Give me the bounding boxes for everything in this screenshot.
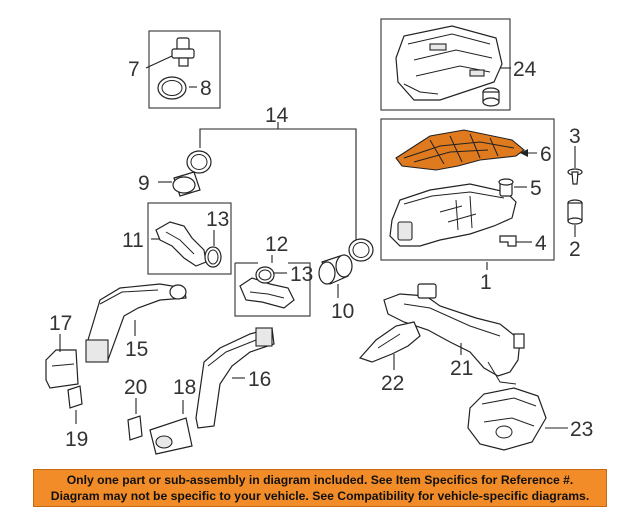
part-11-intake-duct (155, 221, 207, 267)
part-5-grommet (498, 178, 514, 197)
part-4-clip (499, 235, 517, 247)
callout-15: 15 (125, 338, 148, 361)
callout-14: 14 (265, 104, 289, 127)
part-18-duct-end (149, 417, 193, 455)
notice-line-1: Only one part or sub-assembly in diagram… (66, 473, 574, 487)
callout-21: 21 (450, 357, 473, 380)
notice-banner: Only one part or sub-assembly in diagram… (33, 469, 607, 507)
callout-2: 2 (569, 238, 581, 261)
callout-22: 22 (381, 372, 404, 395)
part-13-clamp-b (255, 266, 275, 284)
callout-4: 4 (535, 232, 547, 255)
part-21-bracket (383, 283, 525, 385)
arrow-6 (520, 149, 528, 157)
callout-7: 7 (128, 58, 140, 81)
part-1-air-cleaner-housing (389, 183, 517, 247)
part-16-air-duct (195, 327, 275, 429)
callout-19: 19 (65, 428, 88, 451)
callout-17: 17 (49, 312, 72, 335)
part-22-bracket (358, 321, 421, 363)
box-part-11 (147, 202, 232, 275)
callout-24: 24 (513, 58, 537, 81)
callout-9: 9 (138, 172, 150, 195)
callout-8: 8 (200, 77, 212, 100)
part-19-clip (67, 385, 83, 409)
box-part-24 (380, 18, 511, 111)
callout-20: 20 (124, 376, 147, 399)
callout-16: 16 (248, 368, 271, 391)
callout-6: 6 (540, 143, 552, 166)
part-8-o-ring (157, 76, 187, 100)
callout-12: 12 (265, 233, 288, 256)
callout-23: 23 (570, 418, 593, 441)
callout-18: 18 (173, 376, 196, 399)
callout-11: 11 (122, 229, 144, 252)
part-13-clamp-a (204, 246, 222, 268)
part-23-heat-shield (467, 387, 547, 451)
leader-7 (145, 55, 173, 69)
part-2-grommet (567, 199, 583, 225)
part-24-engine-cover (395, 25, 503, 101)
part-10-boot (318, 254, 353, 285)
box-part-12 (234, 262, 311, 317)
part-15-air-duct (85, 283, 187, 363)
notice-line-2: Diagram may not be specific to your vehi… (50, 489, 590, 503)
callout-10: 10 (331, 300, 354, 323)
part-6-air-filter-highlighted (395, 129, 525, 171)
part-20-clip (127, 415, 143, 441)
part-10-clamp (348, 238, 374, 262)
box-part-1 (380, 118, 555, 261)
part-9-clamp (186, 150, 212, 174)
part-7-sensor (171, 37, 195, 67)
callout-3: 3 (569, 125, 581, 148)
part-3-screw (567, 168, 583, 185)
callout-5: 5 (530, 177, 542, 200)
part-17-duct-end (45, 349, 79, 389)
callout-1: 1 (480, 271, 492, 294)
part-9-boot (172, 171, 201, 197)
part-24-grommet (482, 87, 500, 107)
callout-13b: 13 (290, 263, 313, 286)
callout-13a: 13 (206, 208, 229, 231)
box-part-7-8 (148, 30, 221, 109)
